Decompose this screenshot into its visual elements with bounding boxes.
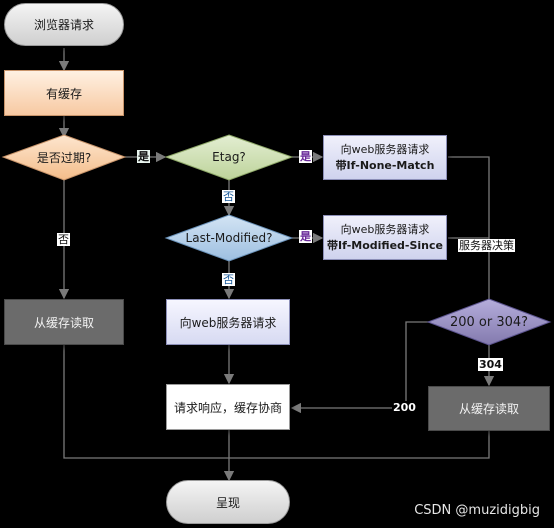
label-lastmod-no: 否 [222,273,235,286]
diamond-status [426,298,552,346]
diamond-etag [164,134,294,181]
edge-inm-to-status [448,156,495,316]
label-expired-no: 否 [57,233,70,246]
watermark: CSDN @muzidigbig [414,503,540,518]
node-has-cache: 有缓存 [4,70,124,116]
node-browser-request-text: 浏览器请求 [33,18,94,32]
node-request-server: 向web服务器请求 [166,299,290,345]
node-response-cache-text: 请求响应，缓存协商 [173,400,282,415]
node-read-cache-right-text: 从缓存读取 [458,402,519,416]
label-code-200: 200 [392,401,417,414]
node-render: 呈现 [166,480,290,524]
edge-status-to-response [290,321,435,414]
node-if-modified-since: 向web服务器请求 带If-Modified-Since [323,215,447,260]
node-if-modified-since-line2: 带If-Modified-Since [327,238,443,252]
node-if-modified-since-line1: 向web服务器请求 [340,222,430,236]
label-expired-yes: 是 [137,150,150,163]
node-lastmod-text: Last-Modified? [185,231,273,245]
node-request-server-text: 向web服务器请求 [179,315,277,330]
node-response-cache: 请求响应，缓存协商 [166,384,290,430]
node-has-cache-text: 有缓存 [45,86,82,101]
node-expired-text: 是否过期? [36,150,92,165]
label-etag-yes: 是 [299,150,312,163]
node-status-text: 200 or 304? [449,314,529,330]
node-etag-text: Etag? [212,150,246,164]
label-etag-no: 否 [222,190,235,203]
node-read-cache-left: 从缓存读取 [4,299,124,345]
node-read-cache-right: 从缓存读取 [428,386,550,431]
node-browser-request: 浏览器请求 [4,3,124,46]
edge-readcache-right-to-render [229,430,490,459]
node-if-none-match-line1: 向web服务器请求 [340,142,430,156]
diamond-expired [1,134,127,181]
node-if-none-match-line2: 带If-None-Match [335,158,435,172]
diamond-lastmod [164,214,294,262]
edge-readcache-left-to-render [63,345,229,459]
node-read-cache-left-text: 从缓存读取 [33,315,94,330]
node-render-text: 呈现 [215,495,240,510]
label-lastmod-yes: 是 [299,230,312,243]
node-if-none-match: 向web服务器请求 带If-None-Match [323,135,447,180]
label-code-304: 304 [478,358,503,371]
label-server-decides: 服务器决策 [458,239,515,252]
